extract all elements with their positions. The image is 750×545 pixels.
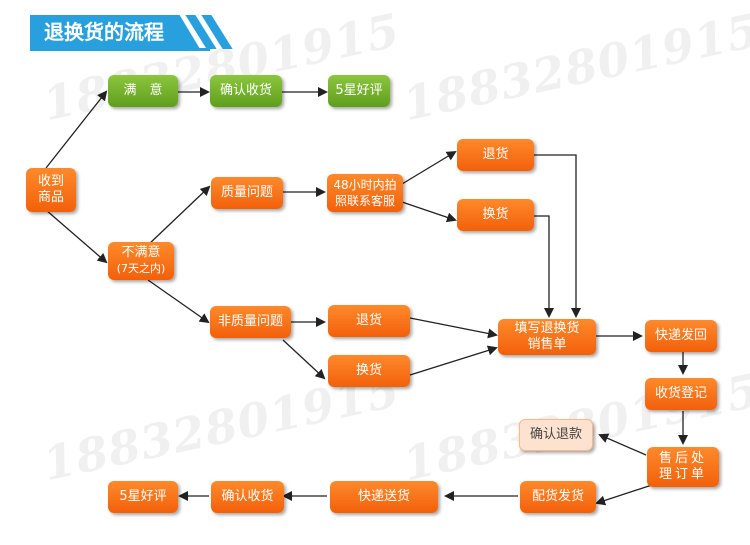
node-text: 配货发货	[531, 489, 584, 504]
node-text: 确认收货	[219, 83, 272, 98]
node-fill-form: 填写退换货销售单	[498, 319, 596, 355]
node-text: 快递送货	[357, 489, 410, 504]
arrow	[409, 345, 498, 376]
node-text: 照联系客服	[334, 194, 395, 208]
arrow	[401, 150, 457, 185]
node-quality-issue: 质量问题	[211, 177, 283, 209]
node-text: 5星好评	[335, 83, 383, 98]
node-text: 退货	[355, 313, 382, 328]
arrow	[598, 433, 647, 456]
node-return-top: 退货	[457, 139, 534, 171]
node-text: 确认退款	[529, 427, 582, 442]
node-confirm-receipt-top: 确认收货	[210, 75, 282, 107]
arrow	[401, 201, 457, 223]
arrow	[534, 215, 554, 318]
arrow	[282, 339, 326, 380]
node-text: 售后处	[658, 451, 707, 466]
node-confirm-refund: 确认退款	[519, 419, 593, 451]
arrow	[409, 317, 498, 339]
node-text: 满 意	[123, 83, 163, 98]
node-express-back: 快递发回	[645, 320, 717, 352]
node-text: 理订单	[658, 467, 707, 482]
node-text: 商品	[37, 190, 64, 205]
node-text: 退货	[482, 147, 509, 162]
node-receive-goods: 收到商品	[26, 168, 76, 212]
node-text: 填写退换货	[514, 321, 580, 336]
arrow	[147, 279, 210, 324]
node-satisfied: 满 意	[108, 75, 178, 107]
node-exchange-mid: 换货	[328, 355, 410, 387]
node-text: 收货登记	[654, 386, 707, 401]
node-after-sales: 售后处理订单	[647, 447, 719, 487]
node-text: 确认收货	[221, 489, 274, 504]
node-text: 不满意	[121, 245, 161, 260]
node-text: 5星好评	[119, 489, 167, 504]
node-five-star-bottom: 5星好评	[108, 481, 178, 513]
node-text: 换货	[355, 363, 382, 378]
node-ship-goods: 配货发货	[520, 481, 596, 513]
arrow	[147, 185, 211, 246]
arrow	[45, 209, 108, 264]
node-unsatisfied: 不满意 (7天之内)	[108, 242, 174, 280]
title-underline	[30, 48, 210, 51]
node-text: (7天之内)	[116, 262, 166, 275]
node-receive-register: 收货登记	[645, 378, 717, 410]
node-text: 快递发回	[654, 328, 707, 343]
node-non-quality-issue: 非质量问题	[210, 306, 291, 338]
node-text: 质量问题	[220, 185, 273, 200]
node-confirm-receipt-bottom: 确认收货	[211, 481, 284, 513]
node-text: 换货	[482, 207, 509, 222]
node-text: 销售单	[527, 337, 567, 352]
node-contact-cs: 48小时内拍照联系客服	[327, 174, 403, 212]
arrow	[534, 154, 581, 318]
node-exchange-top: 换货	[457, 199, 534, 231]
arrow	[45, 90, 108, 169]
node-text: 48小时内拍	[333, 178, 397, 192]
node-text: 非质量问题	[217, 314, 283, 329]
node-text: 收到	[37, 174, 64, 189]
node-return-mid: 退货	[328, 305, 410, 337]
page-title: 退换货的流程	[30, 15, 200, 49]
node-express-send: 快递送货	[330, 481, 438, 513]
arrow	[595, 484, 653, 506]
node-five-star-top: 5星好评	[328, 75, 390, 107]
